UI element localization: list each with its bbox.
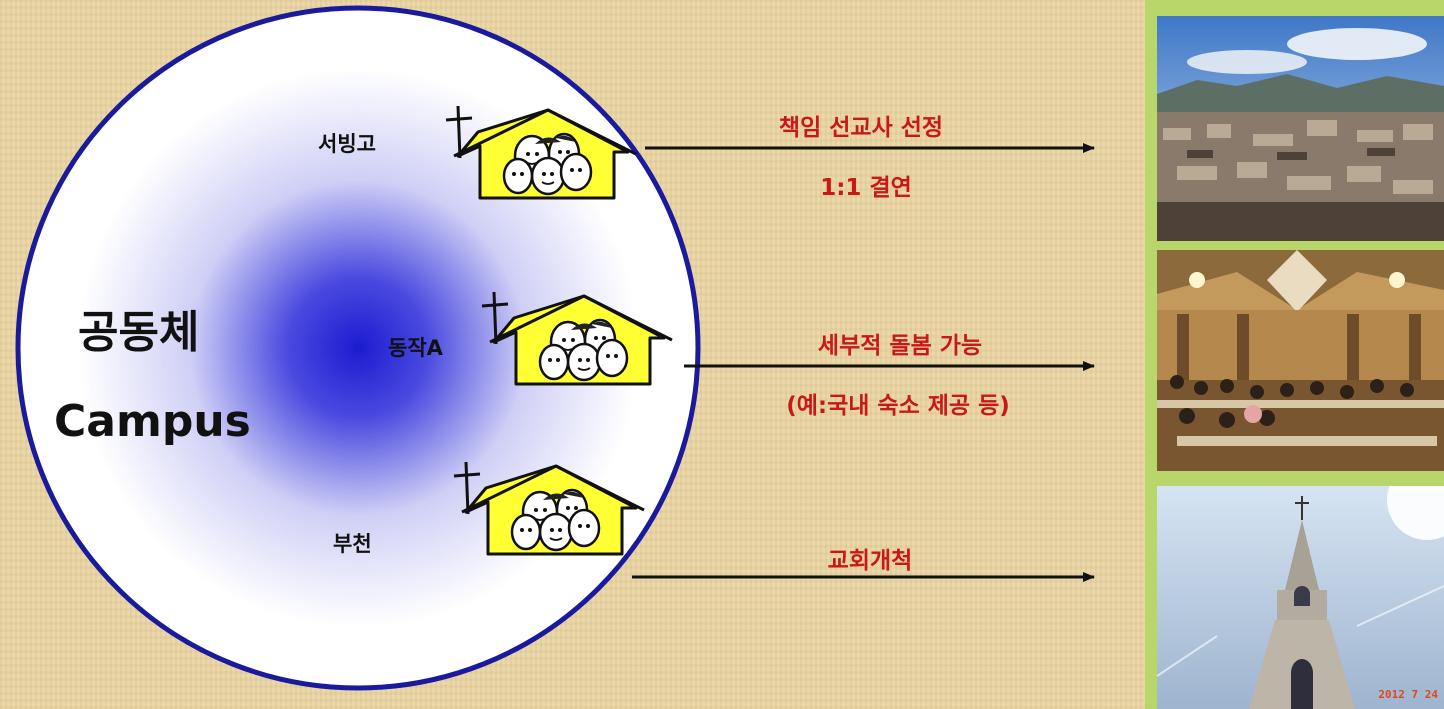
city-panorama-photo (1157, 16, 1444, 241)
community-title-ko: 공동체 (78, 307, 200, 358)
meeting-hall-photo (1157, 250, 1444, 471)
arrow-2-text-line-1: 세부적 돌봄 가능 (817, 333, 983, 359)
arrow-1-text-line-2: 1:1 결연 (820, 175, 912, 201)
community-title-en: Campus (54, 396, 251, 447)
arrow-3-text-line-1: 교회개척 (827, 548, 913, 574)
photo-date-stamp: 2012 7 24 (1378, 688, 1438, 701)
arrow-1-text-line-1: 책임 선교사 선정 (778, 115, 944, 141)
church-label-bucheon: 부천 (333, 532, 372, 556)
church-label-seobinggo: 서빙고 (318, 132, 376, 156)
church-steeple-photo: 2012 7 24 (1157, 486, 1444, 709)
church-label-dongjak: 동작A (388, 336, 443, 360)
arrow-2-text-line-2: (예:국내 숙소 제공 등) (786, 393, 1010, 419)
